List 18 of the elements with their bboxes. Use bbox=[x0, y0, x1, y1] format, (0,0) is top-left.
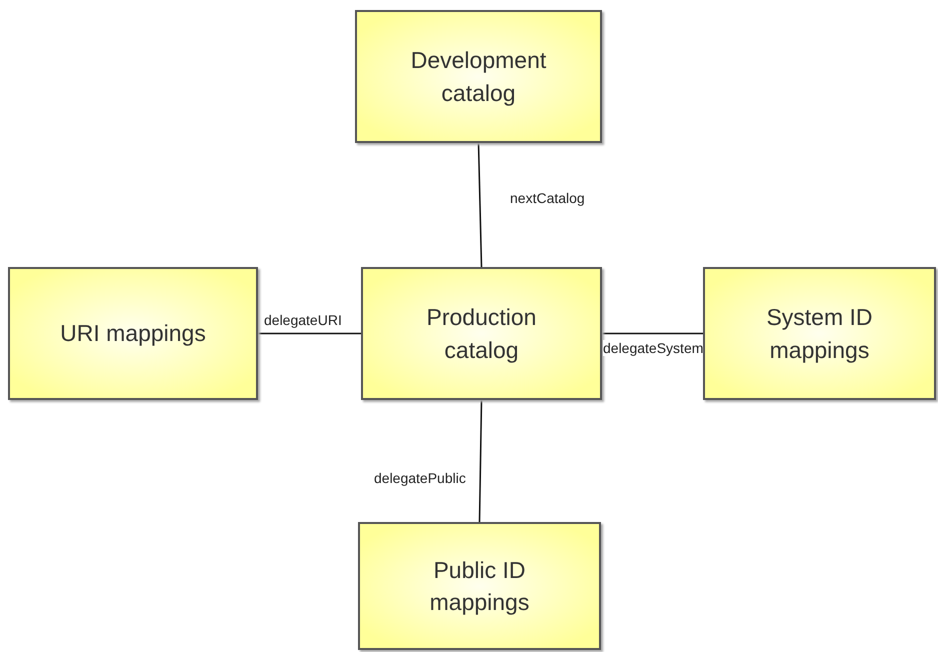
edge-label: nextCatalog bbox=[510, 190, 585, 206]
box-label: Public ID mappings bbox=[428, 556, 530, 617]
box-label: Development catalog bbox=[410, 46, 548, 108]
connector-line bbox=[258, 332, 361, 334]
process-box bbox=[361, 267, 602, 400]
edge-label: delegateURI bbox=[264, 312, 342, 328]
connector-line bbox=[478, 400, 482, 522]
edge-label: delegateSystem bbox=[603, 340, 704, 356]
connector-line bbox=[602, 332, 703, 334]
box-label: System ID mappings bbox=[765, 303, 874, 365]
box-label: Production catalog bbox=[426, 303, 538, 365]
edge-label: delegatePublic bbox=[374, 470, 466, 486]
process-box bbox=[358, 522, 601, 650]
connector-line bbox=[478, 142, 482, 268]
process-box bbox=[703, 267, 936, 400]
process-box bbox=[8, 267, 258, 400]
box-label: URI mappings bbox=[60, 319, 206, 348]
process-box bbox=[355, 10, 602, 143]
